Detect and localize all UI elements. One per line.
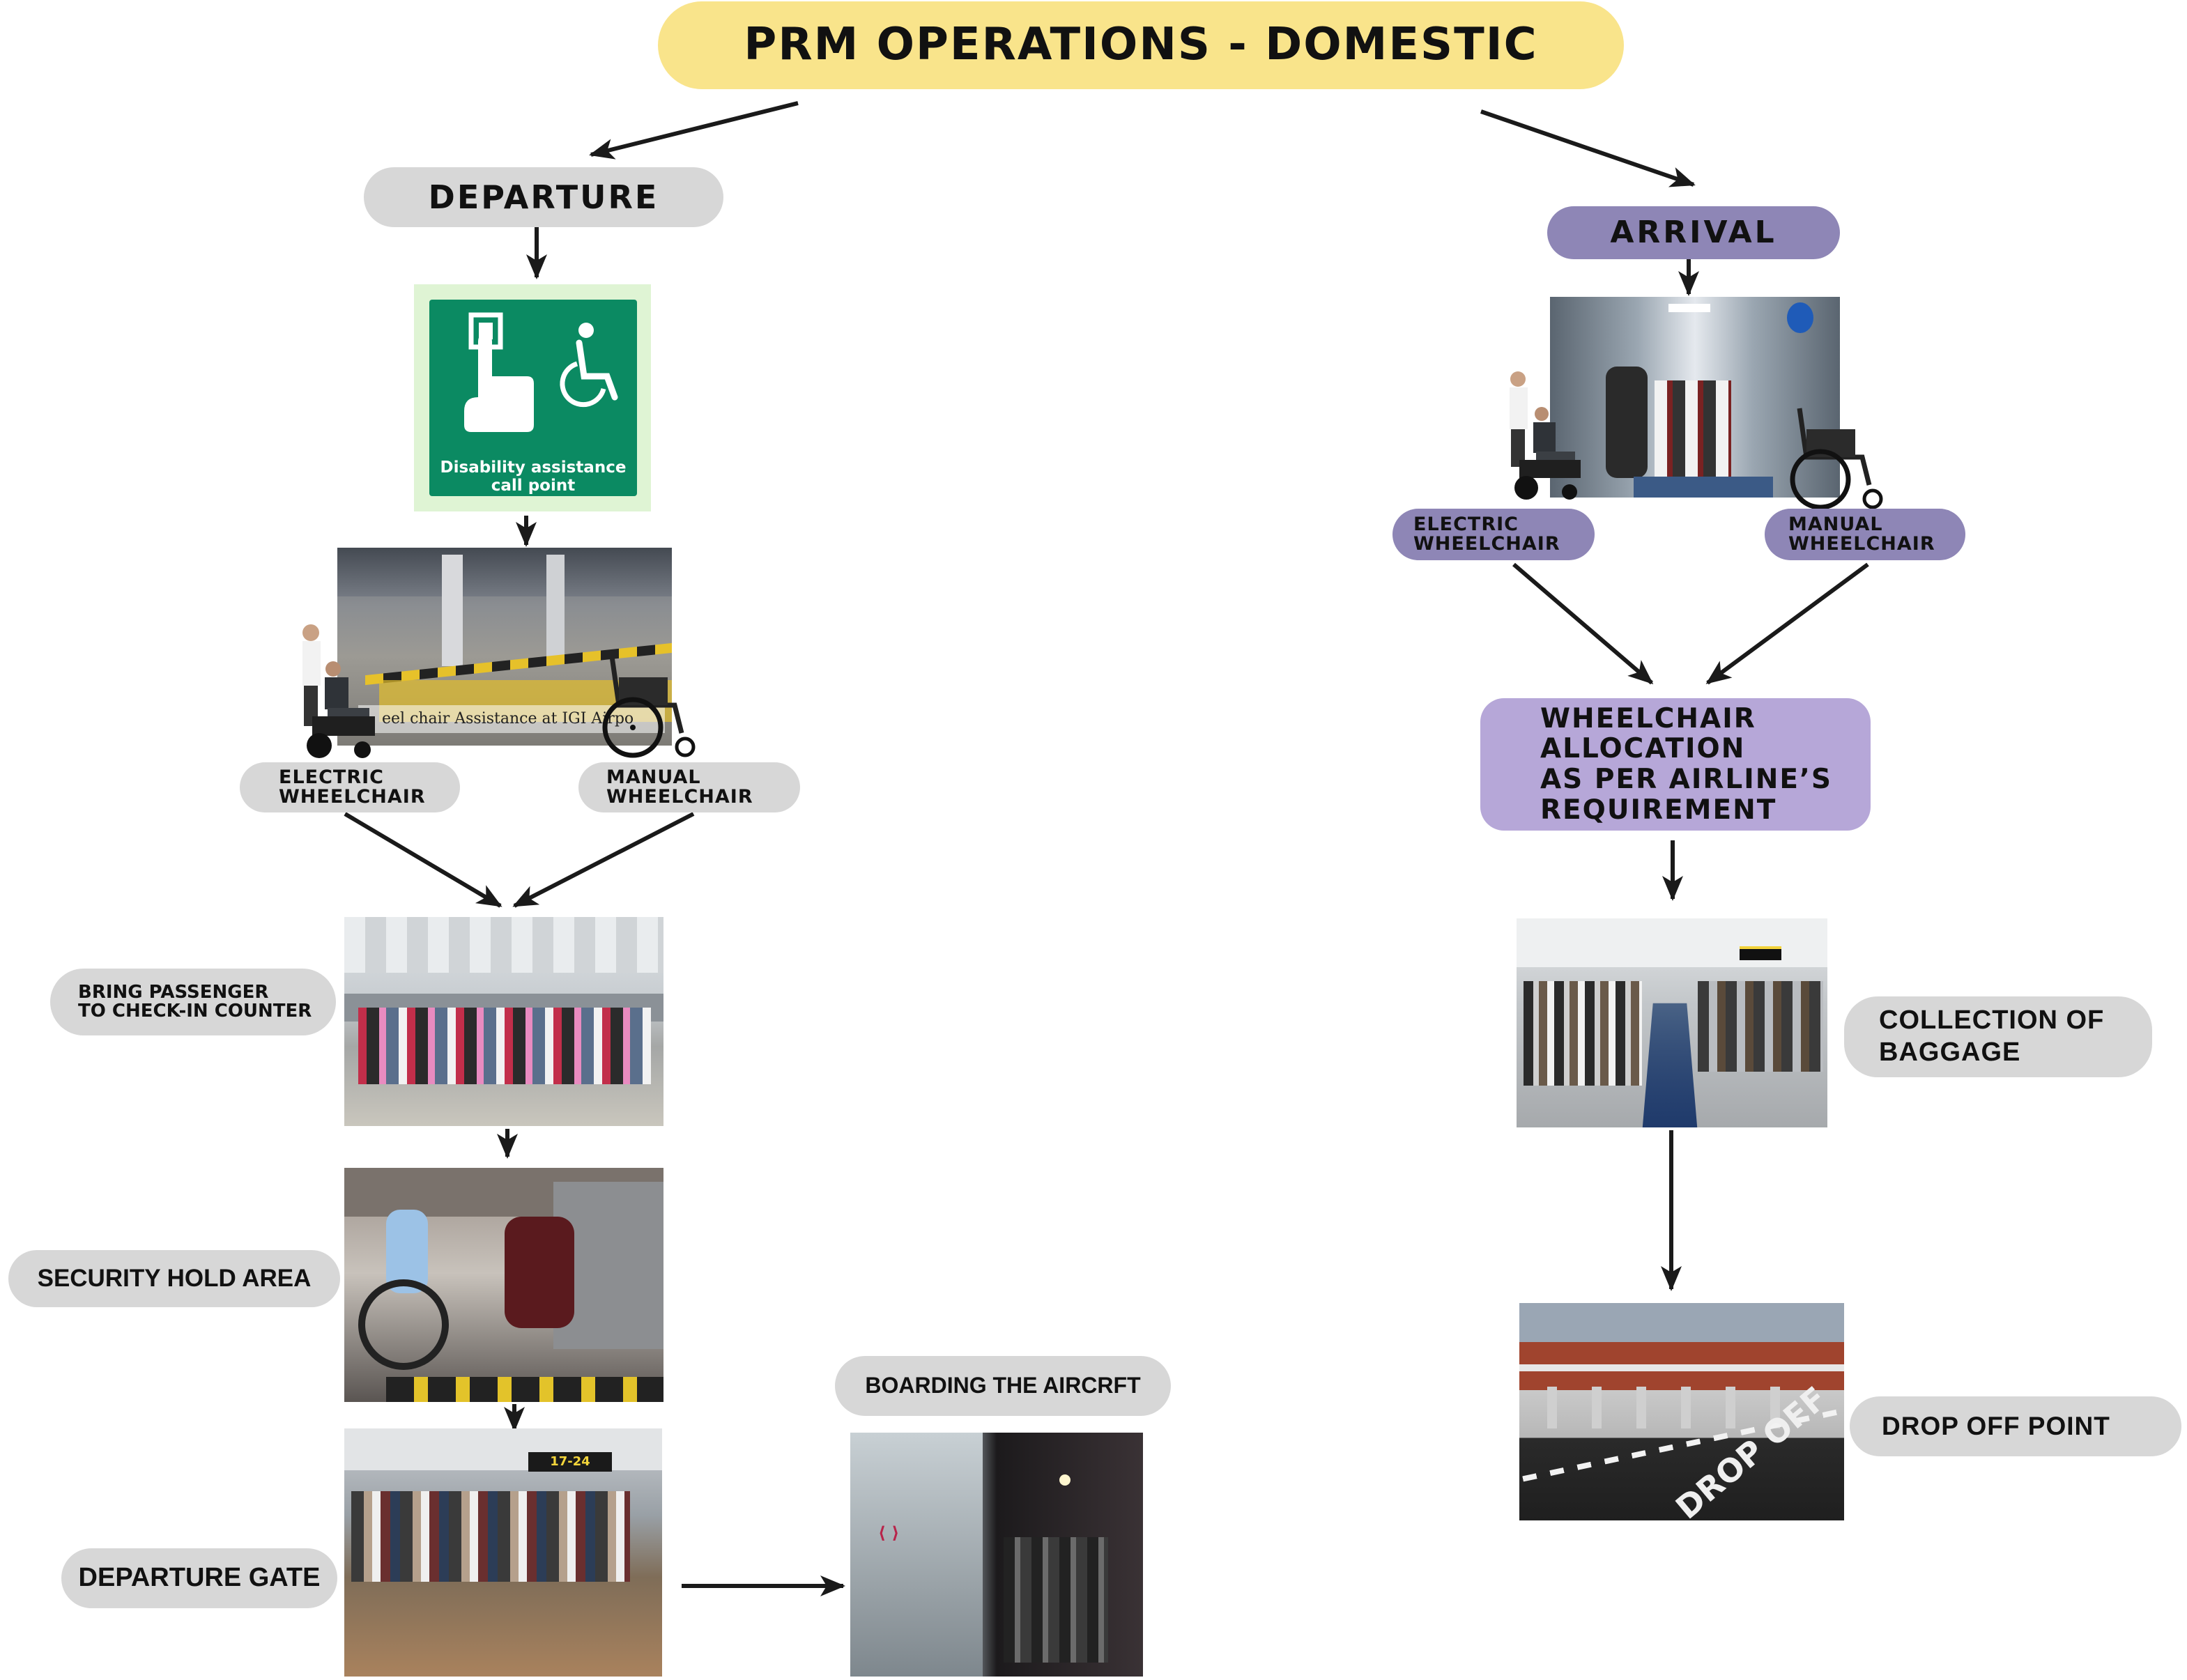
arrow-title-to-arrival xyxy=(1480,109,1696,187)
arrow-title-to-departure xyxy=(589,101,799,160)
canopy xyxy=(337,548,672,596)
manual-wheelchair-icon xyxy=(602,656,696,758)
drop-off-point-photo: DROP OFF xyxy=(1519,1303,1844,1520)
security-hold-area-photo xyxy=(344,1168,663,1402)
collection-of-baggage-label: COLLECTION OF BAGGAGE xyxy=(1844,996,2152,1077)
security-hold-area-label: SECURITY HOLD AREA xyxy=(8,1250,340,1307)
ceiling-light xyxy=(1668,304,1710,312)
aircraft-livery: ⟨ ⟩ xyxy=(878,1523,941,1544)
arrival-corridor-photo xyxy=(1550,297,1840,498)
check-in-counter-photo xyxy=(344,917,663,1126)
arrival-header: ARRIVAL xyxy=(1547,206,1840,259)
wheelchair-allocation-text: WHEELCHAIR ALLOCATION AS PER AIRLINE’S R… xyxy=(1540,702,1832,826)
page-title: PRM OPERATIONS - DOMESTIC xyxy=(658,1,1624,89)
boarding-label: BOARDING THE AIRCRFT xyxy=(835,1356,1171,1416)
arrow-a-manual-to-merge xyxy=(1705,562,1869,685)
departure-electric-wheelchair-text: ELECTRIC WHEELCHAIR xyxy=(279,766,426,808)
drop-off-point-text: DROP OFF POINT xyxy=(1882,1411,2110,1440)
crowd xyxy=(358,1008,651,1084)
direction-sign xyxy=(1740,946,1781,960)
arrival-electric-wheelchair-icon xyxy=(1510,371,1581,500)
floor-mat xyxy=(386,1377,663,1402)
pillar xyxy=(442,555,463,666)
arrow-electric-to-merge xyxy=(344,812,502,908)
departure-header-text: DEPARTURE xyxy=(428,178,659,216)
ceiling-light xyxy=(1059,1474,1071,1486)
check-in-label-text: BRING PASSENGER TO CHECK-IN COUNTER xyxy=(78,981,312,1022)
departure-gate-label: DEPARTURE GATE xyxy=(61,1548,337,1608)
pavement-edge xyxy=(1519,1364,1844,1371)
departure-gate-text: DEPARTURE GATE xyxy=(78,1563,321,1593)
sign-panel: Disability assistance call point xyxy=(429,300,637,496)
window-view xyxy=(850,1433,983,1677)
sign-text: Disability assistance call point xyxy=(440,458,627,495)
pillar xyxy=(546,555,565,659)
arrival-electric-wheelchair-label: ELECTRIC WHEELCHAIR xyxy=(1392,509,1595,560)
officer xyxy=(505,1217,574,1328)
terminal-curbside-photo: eel chair Assistance at IGI Airpo xyxy=(337,548,672,746)
wheelchair-allocation-box: WHEELCHAIR ALLOCATION AS PER AIRLINE’S R… xyxy=(1480,698,1871,831)
check-in-label: BRING PASSENGER TO CHECK-IN COUNTER xyxy=(50,969,336,1035)
arrival-manual-wheelchair-text: MANUAL WHEELCHAIR xyxy=(1788,513,1935,555)
drop-off-point-label: DROP OFF POINT xyxy=(1850,1396,2181,1456)
ceiling xyxy=(344,1428,662,1470)
boarding-jetbridge-photo: ⟨ ⟩ xyxy=(850,1433,1143,1677)
baggage-claim-photo xyxy=(1517,918,1827,1127)
passengers xyxy=(1004,1537,1108,1663)
conveyor xyxy=(1642,1003,1698,1127)
arrival-electric-wheelchair-text: ELECTRIC WHEELCHAIR xyxy=(1413,513,1560,555)
person xyxy=(1606,367,1648,478)
photo-caption: eel chair Assistance at IGI Airpo xyxy=(358,705,665,733)
aircraft-livery-mark: ⟨ ⟩ xyxy=(878,1523,900,1543)
hand-press-icon xyxy=(464,312,618,432)
departure-gate-photo: 17-24 xyxy=(344,1428,662,1677)
crowd xyxy=(351,1491,630,1582)
departure-manual-wheelchair-text: MANUAL WHEELCHAIR xyxy=(606,766,753,808)
bollards xyxy=(1547,1387,1784,1428)
crowd-right xyxy=(1698,981,1823,1072)
arrow-manual-to-merge xyxy=(512,812,695,908)
gate-sign: 17-24 xyxy=(528,1452,612,1472)
boarding-label-text: BOARDING THE AIRCRFT xyxy=(865,1373,1141,1398)
disability-assistance-sign: Disability assistance call point xyxy=(414,284,651,511)
carpet xyxy=(1634,477,1773,498)
security-hold-area-text: SECURITY HOLD AREA xyxy=(37,1264,312,1292)
crowd-left xyxy=(1524,981,1642,1086)
page-title-text: PRM OPERATIONS - DOMESTIC xyxy=(744,19,1538,71)
arrival-manual-wheelchair-label: MANUAL WHEELCHAIR xyxy=(1765,509,1965,560)
collection-of-baggage-text: COLLECTION OF BAGGAGE xyxy=(1879,1005,2105,1067)
arrow-a-electric-to-merge xyxy=(1512,562,1654,685)
crew xyxy=(1655,380,1731,478)
departure-electric-wheelchair-label: ELECTRIC WHEELCHAIR xyxy=(240,762,460,812)
electric-wheelchair-icon xyxy=(302,624,375,758)
departure-manual-wheelchair-label: MANUAL WHEELCHAIR xyxy=(578,762,800,812)
wheel xyxy=(358,1279,449,1370)
balloon xyxy=(1787,302,1813,333)
departure-header: DEPARTURE xyxy=(364,167,723,227)
ceiling xyxy=(344,917,663,973)
arrival-manual-wheelchair-icon xyxy=(1790,408,1883,510)
arrival-header-text: ARRIVAL xyxy=(1610,214,1777,250)
